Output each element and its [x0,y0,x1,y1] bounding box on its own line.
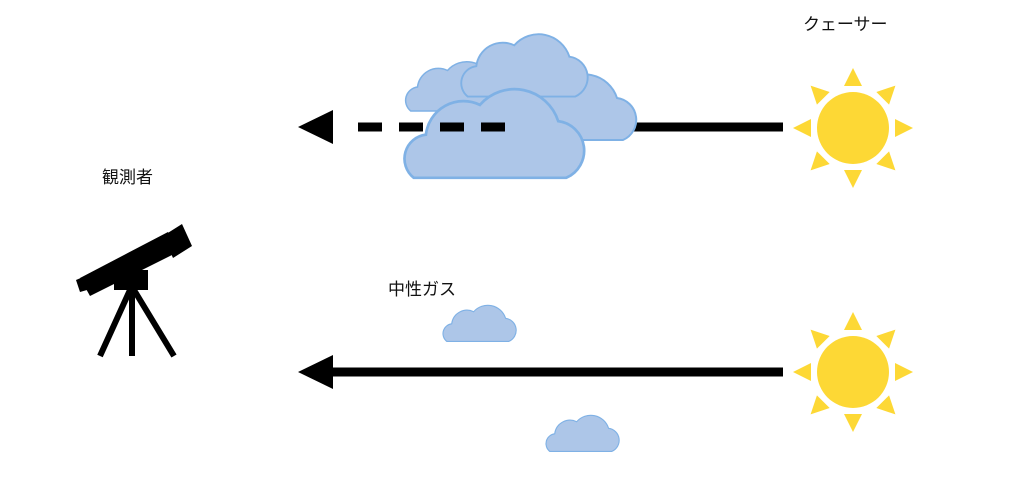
sun-core [817,336,889,408]
sun-icon [793,312,913,432]
sun-ray [876,329,896,349]
sun-ray [844,170,862,188]
telescope-icon [76,224,192,358]
sun-ray [810,151,830,171]
sun-ray [793,119,811,137]
sun-ray [895,363,913,381]
neutral-gas-label: 中性ガス [388,280,456,300]
sun-ray [810,395,830,415]
cloud-icon [442,304,517,342]
sun-ray [844,312,862,330]
cloud-icon [460,33,589,98]
sun-ray [876,151,896,171]
quasar-label: クェーサー [803,15,888,35]
observer-label: 観測者 [102,168,153,188]
lower-arrow-head [298,355,333,389]
sun-ray [810,329,830,349]
sun-ray [876,85,896,105]
sun-core [817,92,889,164]
cloud-icon [545,414,620,452]
sun-icon [793,68,913,188]
sun-ray [844,68,862,86]
upper-arrow-head [298,110,333,144]
sun-ray [793,363,811,381]
sun-ray [876,395,896,415]
sun-ray [895,119,913,137]
sun-ray [810,85,830,105]
sun-ray [844,414,862,432]
